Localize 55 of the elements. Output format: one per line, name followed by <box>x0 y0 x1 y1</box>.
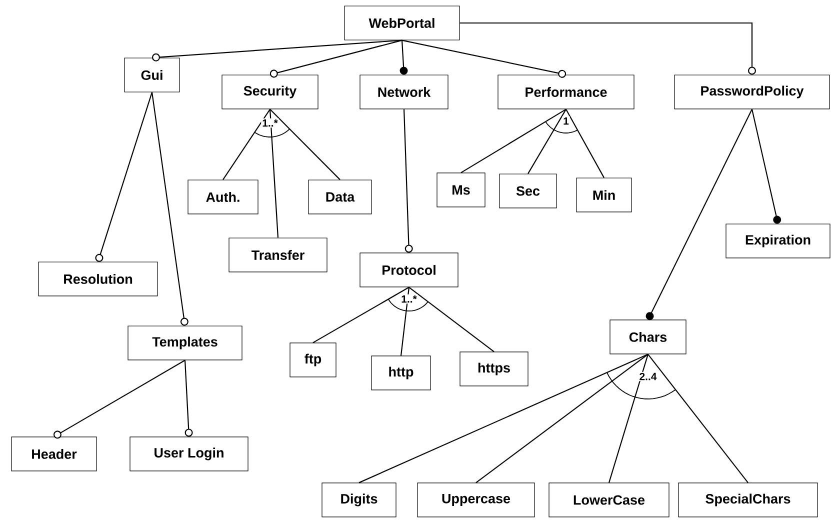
feature-box: Auth. <box>188 180 258 214</box>
connector <box>400 40 408 75</box>
feature-box: Gui <box>124 58 180 92</box>
feature-box: http <box>371 356 431 390</box>
feature-box: PasswordPolicy <box>674 74 830 110</box>
feature-box: LowerCase <box>548 482 670 518</box>
connector <box>400 287 410 356</box>
feature-box: User Login <box>130 436 248 472</box>
connector <box>403 109 413 253</box>
connector <box>402 40 566 78</box>
feature-box: Protocol <box>360 252 458 288</box>
connector <box>476 354 648 484</box>
connector <box>95 92 153 262</box>
feature-box: SpecialChars <box>678 482 818 518</box>
connector <box>222 108 270 180</box>
connector <box>270 108 340 180</box>
cardinality-label: 1..* <box>400 294 418 304</box>
connector <box>648 354 748 484</box>
connector <box>460 108 566 174</box>
connector <box>460 22 756 75</box>
connector <box>566 109 604 178</box>
cardinality-label: 2..4 <box>638 372 658 382</box>
feature-box: Uppercase <box>417 482 535 518</box>
feature-box: Expiration <box>726 224 830 258</box>
feature-box: Data <box>308 180 372 214</box>
feature-box: https <box>460 352 528 386</box>
connector <box>184 360 193 437</box>
cardinality-label: 1 <box>562 116 570 126</box>
connector <box>152 40 402 62</box>
feature-box: Min <box>576 178 632 212</box>
feature-box: ftp <box>290 342 336 378</box>
feature-box: Digits <box>322 482 396 518</box>
feature-box: Resolution <box>38 262 158 296</box>
connector <box>528 109 566 174</box>
feature-box: Sec <box>499 174 557 208</box>
connector <box>646 109 752 320</box>
feature-box: Security <box>222 74 318 110</box>
connector <box>408 286 494 352</box>
connector <box>270 40 402 78</box>
connector <box>608 354 649 483</box>
connector <box>53 360 186 439</box>
cardinality-label: 1..* <box>261 118 279 128</box>
feature-box: Header <box>11 436 97 472</box>
connector <box>751 109 782 224</box>
connector <box>358 354 648 484</box>
feature-box: Transfer <box>228 238 328 272</box>
feature-box: Performance <box>498 74 634 110</box>
feature-box: Templates <box>128 326 242 360</box>
connector <box>312 286 410 344</box>
connector <box>151 92 188 326</box>
feature-box: Chars <box>610 320 686 354</box>
feature-box: Ms <box>436 172 486 208</box>
connector <box>269 109 279 238</box>
feature-box: Network <box>360 74 448 110</box>
feature-box: WebPortal <box>344 6 460 40</box>
